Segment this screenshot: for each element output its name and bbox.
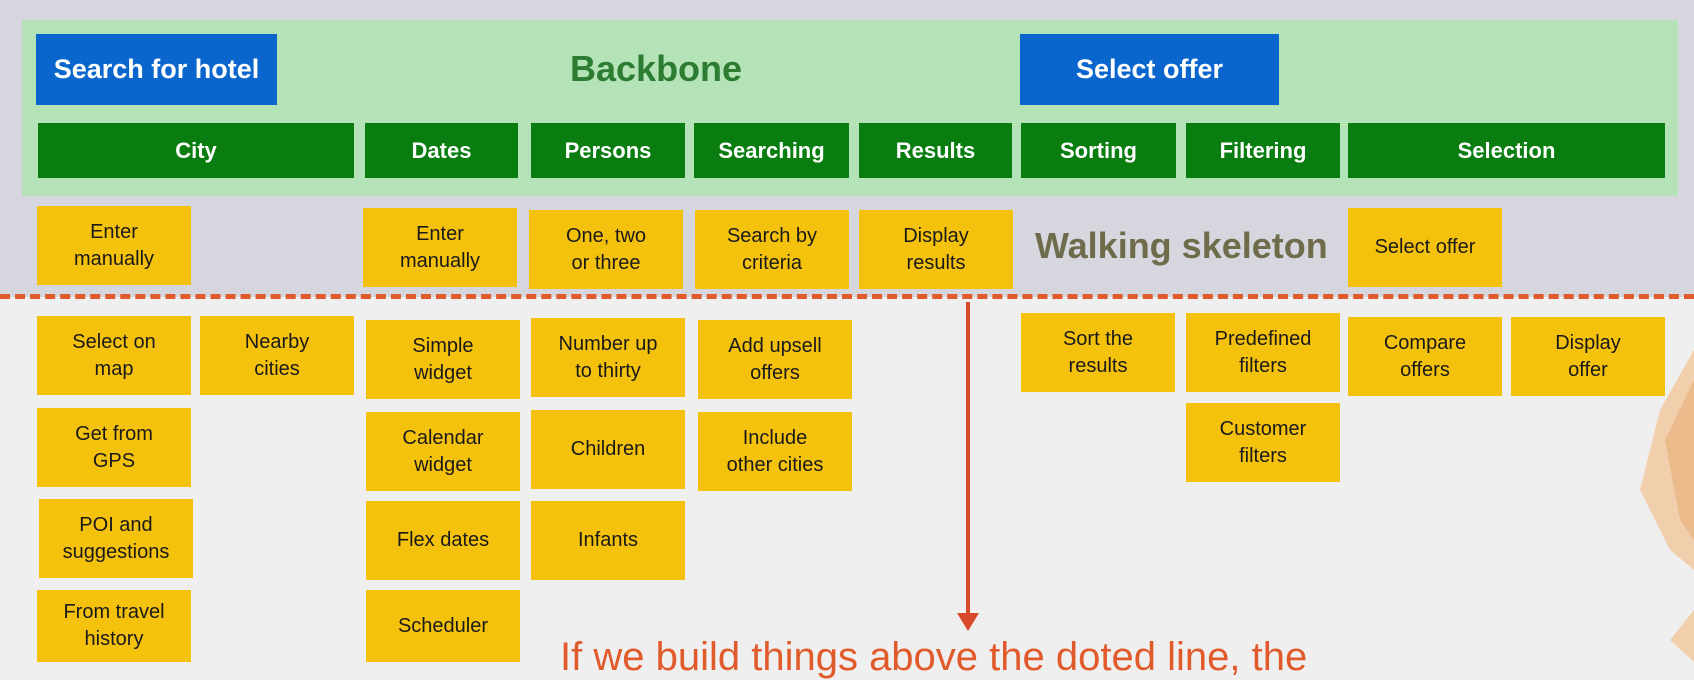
activity-search-for-hotel: Search for hotel: [36, 34, 277, 105]
story-nearby-cities: Nearby cities: [200, 316, 354, 395]
story-compare-offers: Compare offers: [1348, 317, 1502, 396]
story-simple-widget: Simple widget: [366, 320, 520, 399]
story-sort-the-results: Sort the results: [1021, 313, 1175, 392]
story-select-on-map: Select on map: [37, 316, 191, 395]
story-number-up-to-thirty: Number up to thirty: [531, 318, 685, 397]
step-sorting: Sorting: [1021, 123, 1176, 178]
step-searching: Searching: [694, 123, 849, 178]
story-add-upsell-offers: Add upsell offers: [698, 320, 852, 399]
backbone-title: Backbone: [570, 48, 743, 89]
step-filtering: Filtering: [1186, 123, 1340, 178]
story-flex-dates: Flex dates: [366, 501, 520, 580]
story-display-offer: Display offer: [1511, 317, 1665, 396]
story-search-by-criteria: Search by criteria: [695, 210, 849, 289]
story-include-other-cities: Include other cities: [698, 412, 852, 491]
story-infants: Infants: [531, 501, 685, 580]
step-city: City: [38, 123, 354, 178]
story-one-two-or-three: One, two or three: [529, 210, 683, 289]
step-dates: Dates: [365, 123, 518, 178]
step-selection: Selection: [1348, 123, 1665, 178]
story-enter-manually-city: Enter manually: [37, 206, 191, 285]
step-results: Results: [859, 123, 1012, 178]
story-calendar-widget: Calendar widget: [366, 412, 520, 491]
story-select-offer: Select offer: [1348, 208, 1502, 287]
release-dashed-line: [0, 294, 1694, 299]
story-scheduler: Scheduler: [366, 590, 520, 662]
story-enter-manually-dates: Enter manually: [363, 208, 517, 287]
activity-select-offer: Select offer: [1020, 34, 1279, 105]
story-predefined-filters: Predefined filters: [1186, 313, 1340, 392]
arrow-shaft: [966, 302, 970, 617]
story-from-travel-history: From travel history: [37, 590, 191, 662]
decorative-polygon-shape: [1640, 350, 1694, 662]
caption-text: If we build things above the doted line,…: [560, 635, 1308, 679]
step-persons: Persons: [531, 123, 685, 178]
walking-skeleton-title: Walking skeleton: [1035, 225, 1328, 266]
story-get-from-gps: Get from GPS: [37, 408, 191, 487]
story-customer-filters: Customer filters: [1186, 403, 1340, 482]
arrow-down-icon: [957, 613, 979, 631]
story-poi-and-suggestions: POI and suggestions: [39, 499, 193, 578]
story-display-results: Display results: [859, 210, 1013, 289]
story-children: Children: [531, 410, 685, 489]
